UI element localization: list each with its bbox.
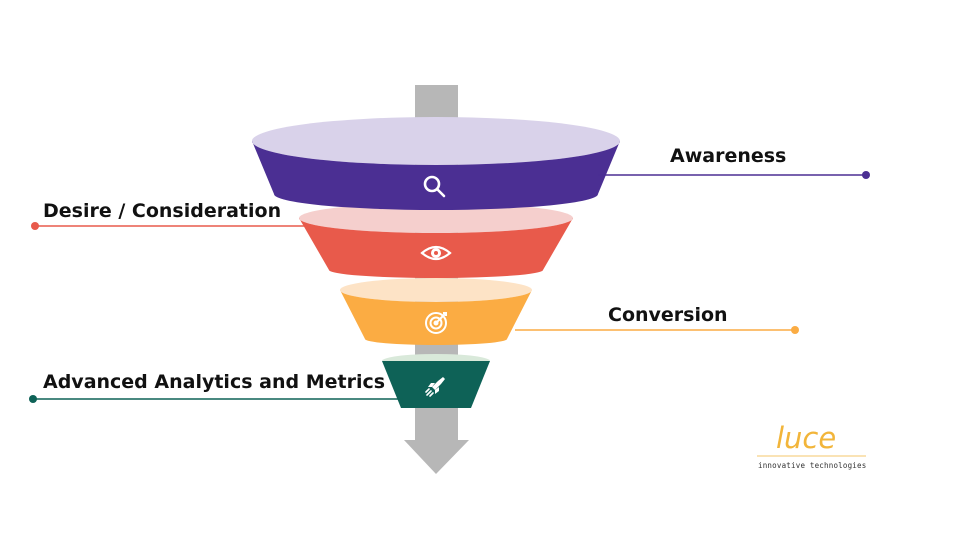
funnel-stage-desire [299, 203, 573, 278]
label-awareness: Awareness [670, 145, 786, 167]
connector-awareness [598, 171, 870, 179]
rocket-icon [425, 377, 445, 397]
luce-logo: luce innovative technologies [757, 421, 866, 470]
logo-tagline: innovative technologies [758, 461, 866, 470]
connector-conversion [515, 326, 799, 334]
logo-wordmark: luce [776, 421, 836, 455]
connector-analytics [29, 395, 403, 403]
funnel-stage-conversion [340, 278, 532, 345]
connector-desire [31, 222, 306, 230]
label-desire: Desire / Consideration [43, 200, 281, 222]
target-icon [425, 312, 447, 334]
search-icon [423, 175, 446, 198]
funnel-stage-awareness [252, 117, 620, 210]
label-conversion: Conversion [608, 304, 728, 326]
label-analytics: Advanced Analytics and Metrics [43, 371, 385, 393]
funnel-stage-analytics [382, 354, 490, 408]
eye-icon [420, 245, 452, 261]
